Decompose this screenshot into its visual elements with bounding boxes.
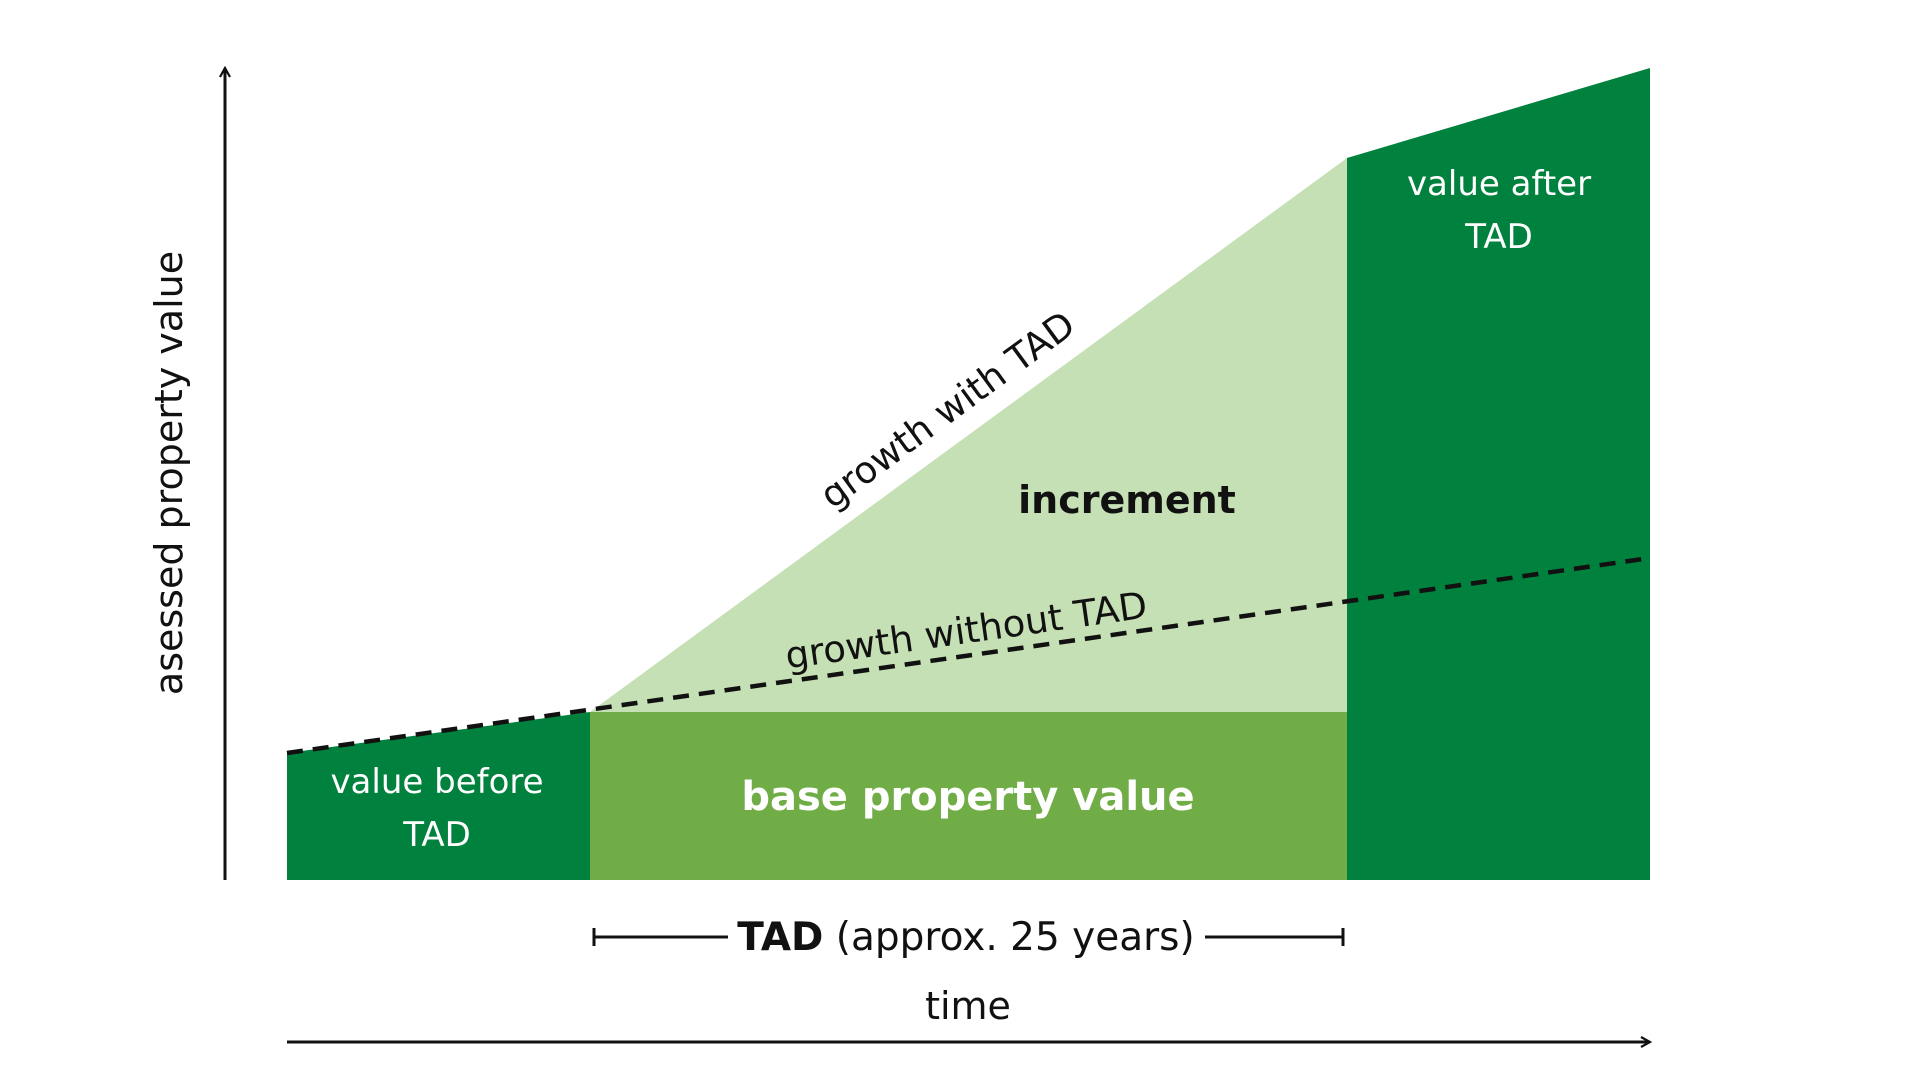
tad-span-label-bold: TAD bbox=[737, 915, 823, 960]
value-before-area bbox=[287, 712, 590, 880]
value-after-area bbox=[1347, 68, 1650, 880]
value-before-label-line2: TAD bbox=[402, 815, 471, 855]
value-after-label-line2: TAD bbox=[1464, 217, 1533, 257]
x-axis-label: time bbox=[925, 984, 1011, 1028]
tad-span-label: TAD (approx. 25 years) bbox=[737, 915, 1194, 960]
value-before-label-line1: value before bbox=[330, 762, 543, 802]
y-axis-label: asessed property value bbox=[147, 251, 191, 695]
growth-without-tad-line bbox=[286, 555, 1651, 756]
base-value-label: base property value bbox=[741, 774, 1194, 820]
base-value-area bbox=[590, 712, 1347, 880]
tad-span-bracket bbox=[592, 928, 1345, 946]
value-after-label-line1: value after bbox=[1407, 164, 1591, 204]
increment-area bbox=[590, 158, 1347, 712]
tad-span-label-rest: (approx. 25 years) bbox=[823, 915, 1194, 960]
increment-label: increment bbox=[1018, 478, 1236, 522]
